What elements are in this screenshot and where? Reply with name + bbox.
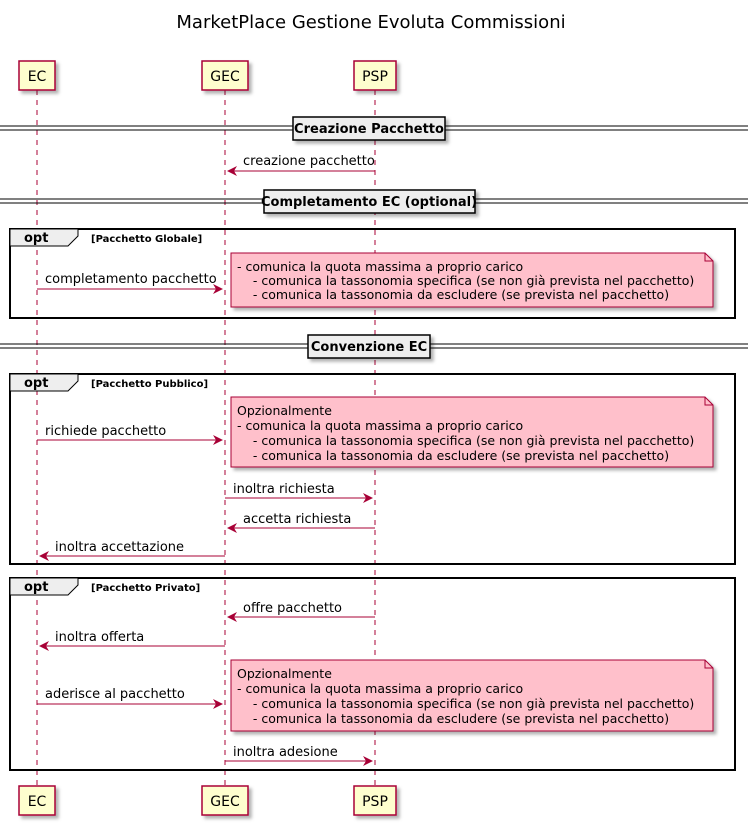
- diagram-title: MarketPlace Gestione Evoluta Commissioni: [176, 12, 565, 33]
- message-label: inoltra richiesta: [233, 482, 335, 497]
- divider-completamento-ec: Completamento EC (optional): [0, 189, 748, 214]
- note-line: Opzionalmente: [237, 666, 332, 681]
- message-label: inoltra accettazione: [55, 540, 184, 555]
- note-line: - comunica la quota massima a proprio ca…: [237, 259, 523, 274]
- message-offre-pacchetto: offre pacchetto: [227, 601, 375, 622]
- note-line: - comunica la quota massima a proprio ca…: [237, 418, 523, 433]
- participant-label-ec: EC: [28, 69, 47, 85]
- note-line: - comunica la tassonomia da escludere (s…: [237, 711, 669, 726]
- divider-creazione-pacchetto: Creazione Pacchetto: [0, 116, 748, 141]
- message-label: richiede pacchetto: [45, 424, 166, 439]
- message-label: aderisce al pacchetto: [45, 687, 185, 702]
- participant-gec-bottom: GEC: [201, 785, 249, 816]
- participant-label-psp: PSP: [362, 794, 388, 810]
- fragment-keyword: opt: [24, 231, 48, 246]
- divider-label: Creazione Pacchetto: [294, 122, 444, 137]
- fragment-keyword: opt: [24, 376, 48, 391]
- fragment-condition: [Pacchetto Globale]: [91, 234, 202, 245]
- note-line: Opzionalmente: [237, 403, 332, 418]
- divider-convenzione-ec: Convenzione EC: [0, 334, 748, 359]
- participant-label-gec: GEC: [210, 69, 240, 85]
- note-adesione: Opzionalmente - comunica la quota massim…: [230, 659, 714, 732]
- participant-ec-bottom: EC: [18, 785, 56, 816]
- message-creazione-pacchetto: creazione pacchetto: [227, 154, 375, 176]
- message-inoltra-adesione: inoltra adesione: [225, 745, 373, 766]
- message-label: creazione pacchetto: [243, 154, 375, 169]
- note-line: - comunica la tassonomia da escludere (s…: [237, 287, 669, 302]
- message-completamento-pacchetto: completamento pacchetto: [37, 272, 223, 294]
- note-completamento: - comunica la quota massima a proprio ca…: [230, 252, 714, 308]
- message-inoltra-richiesta: inoltra richiesta: [225, 482, 373, 503]
- participant-psp-top: PSP: [353, 60, 397, 91]
- note-line: - comunica la tassonomia specifica (se n…: [237, 433, 694, 448]
- note-line: - comunica la tassonomia da escludere (s…: [237, 448, 669, 463]
- divider-label: Completamento EC (optional): [261, 195, 477, 210]
- fragment-opt-globale: opt [Pacchetto Globale]: [9, 228, 736, 319]
- message-label: inoltra adesione: [233, 745, 338, 760]
- participant-gec-top: GEC: [201, 60, 249, 91]
- fragment-keyword: opt: [24, 580, 48, 595]
- note-line: - comunica la quota massima a proprio ca…: [237, 681, 523, 696]
- message-label: offre pacchetto: [243, 601, 342, 616]
- participant-psp-bottom: PSP: [353, 785, 397, 816]
- message-inoltra-accettazione: inoltra accettazione: [39, 540, 225, 561]
- message-aderisce-al-pacchetto: aderisce al pacchetto: [37, 687, 223, 709]
- participant-label-psp: PSP: [362, 69, 388, 85]
- fragment-condition: [Pacchetto Pubblico]: [91, 379, 208, 390]
- message-richiede-pacchetto: richiede pacchetto: [37, 424, 223, 445]
- participant-label-ec: EC: [28, 794, 47, 810]
- message-label: inoltra offerta: [55, 630, 144, 645]
- note-line: - comunica la tassonomia specifica (se n…: [237, 273, 694, 288]
- message-label: completamento pacchetto: [45, 272, 217, 287]
- note-line: - comunica la tassonomia specifica (se n…: [237, 696, 694, 711]
- participant-label-gec: GEC: [210, 794, 240, 810]
- fragment-opt-privato: opt [Pacchetto Privato]: [9, 577, 736, 771]
- message-accetta-richiesta: accetta richiesta: [227, 512, 375, 533]
- message-inoltra-offerta: inoltra offerta: [39, 630, 225, 651]
- fragment-opt-pubblico: opt [Pacchetto Pubblico]: [9, 373, 736, 565]
- fragment-condition: [Pacchetto Privato]: [91, 583, 200, 594]
- divider-label: Convenzione EC: [311, 340, 427, 355]
- participant-ec-top: EC: [18, 60, 56, 91]
- message-label: accetta richiesta: [243, 512, 351, 527]
- note-richiesta: Opzionalmente - comunica la quota massim…: [230, 396, 714, 468]
